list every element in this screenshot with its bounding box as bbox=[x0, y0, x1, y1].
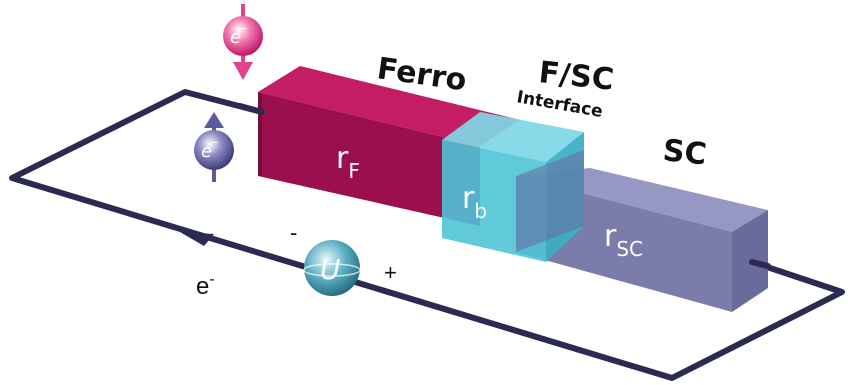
r-interface-label: rb bbox=[462, 181, 487, 223]
voltage-source-icon: U bbox=[303, 240, 361, 296]
ferro-block bbox=[258, 66, 520, 226]
svg-text:-: - bbox=[213, 135, 218, 150]
svg-text:-: - bbox=[242, 21, 247, 36]
electron-flow-label: e- bbox=[196, 271, 215, 300]
r-ferro-label: rF bbox=[336, 141, 360, 183]
current-arrow-icon bbox=[180, 232, 214, 246]
svg-text:e: e bbox=[230, 27, 241, 48]
svg-text:e: e bbox=[201, 141, 212, 162]
r-sc-label: rSC bbox=[604, 219, 643, 261]
plus-terminal-label: + bbox=[384, 260, 397, 285]
spin-down-electron-icon: e - bbox=[223, 4, 263, 80]
spin-up-electron-icon: e - bbox=[194, 112, 234, 182]
sc-title: SC bbox=[661, 133, 708, 172]
fsc-title: F/SC bbox=[537, 55, 615, 98]
svg-text:U: U bbox=[320, 253, 341, 286]
minus-terminal-label: - bbox=[290, 220, 297, 245]
interface-block bbox=[442, 112, 584, 262]
